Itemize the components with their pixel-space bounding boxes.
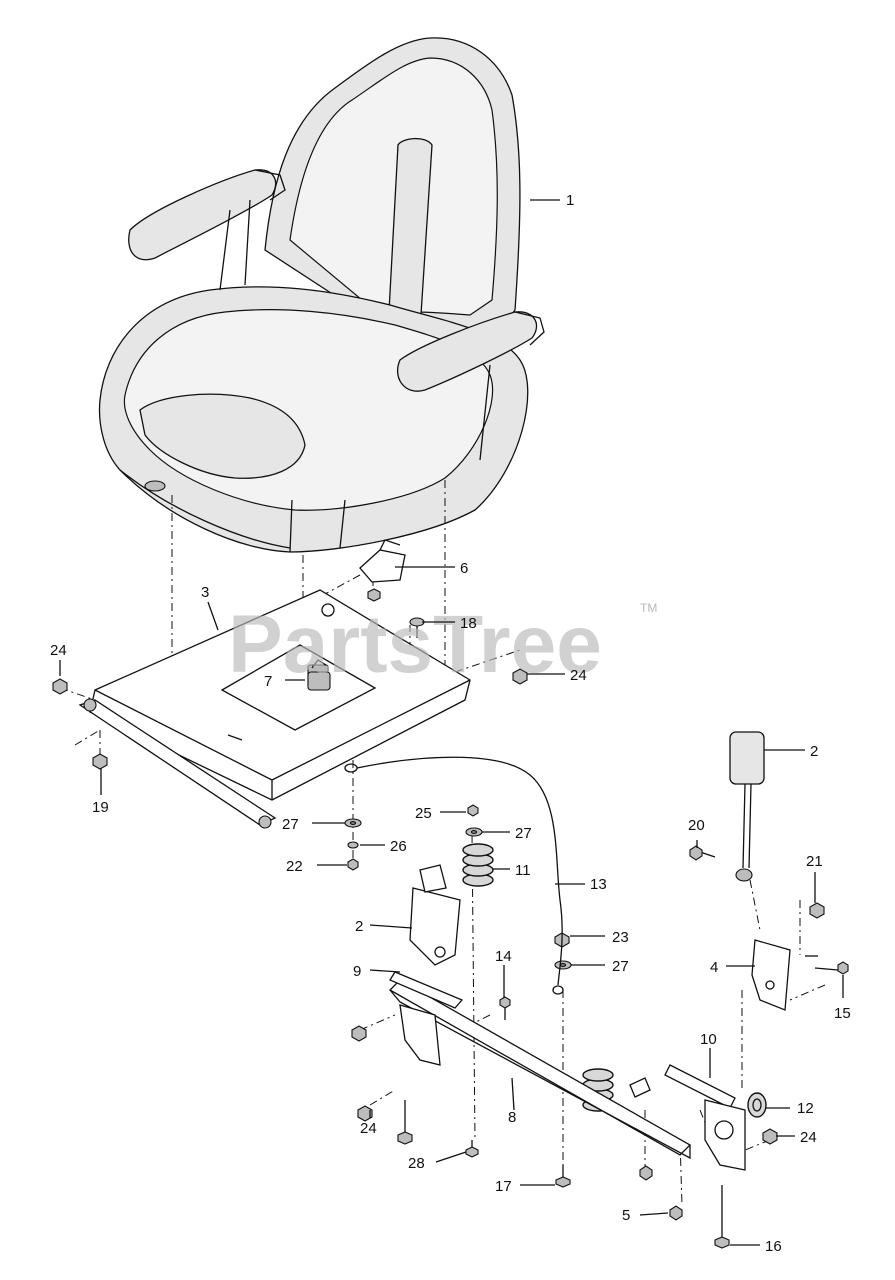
lower-bar bbox=[388, 979, 692, 1160]
latch-bracket bbox=[409, 864, 461, 966]
bolt-20 bbox=[689, 845, 716, 861]
callouts: 1 2 2 3 4 5 6 7 8 9 10 11 12 13 14 15 16… bbox=[50, 192, 851, 1255]
washers-and-nuts bbox=[344, 804, 572, 970]
callout-27: 27 bbox=[515, 825, 532, 842]
callout-27: 27 bbox=[612, 958, 629, 975]
callout-8: 8 bbox=[508, 1109, 516, 1126]
rear-bracket bbox=[389, 971, 464, 1066]
clip bbox=[639, 1165, 653, 1181]
callout-15: 15 bbox=[834, 1005, 851, 1022]
callout-6: 6 bbox=[460, 560, 468, 577]
callout-17: 17 bbox=[495, 1178, 512, 1195]
callout-26: 26 bbox=[390, 838, 407, 855]
front-bracket bbox=[629, 1064, 746, 1171]
flange-nut bbox=[762, 1128, 778, 1145]
callout-10: 10 bbox=[700, 1031, 717, 1048]
callout-19: 19 bbox=[92, 799, 109, 816]
callout-2: 2 bbox=[810, 743, 818, 760]
switch-bracket bbox=[359, 539, 406, 602]
seat-switch bbox=[307, 671, 331, 691]
flange-nut bbox=[351, 1025, 367, 1042]
callout-1: 1 bbox=[566, 192, 574, 209]
callout-22: 22 bbox=[286, 858, 303, 875]
callout-21: 21 bbox=[806, 853, 823, 870]
spring bbox=[462, 843, 494, 887]
nut-21 bbox=[809, 902, 825, 919]
callout-16: 16 bbox=[765, 1238, 782, 1255]
callout-2: 2 bbox=[355, 918, 363, 935]
callout-23: 23 bbox=[612, 929, 629, 946]
bolts bbox=[397, 996, 730, 1249]
leader-lines bbox=[59, 199, 844, 1246]
cable bbox=[344, 756, 564, 995]
callout-18: 18 bbox=[460, 615, 477, 632]
callout-3: 3 bbox=[201, 584, 209, 601]
callout-13: 13 bbox=[590, 876, 607, 893]
flange-nut bbox=[357, 1105, 373, 1122]
bolt bbox=[92, 753, 108, 770]
callout-20: 20 bbox=[688, 817, 705, 834]
flange-nut bbox=[52, 678, 68, 695]
callout-12: 12 bbox=[797, 1100, 814, 1117]
callout-24: 24 bbox=[360, 1120, 377, 1137]
clip bbox=[669, 1205, 683, 1221]
lever bbox=[729, 731, 765, 882]
callout-24: 24 bbox=[570, 667, 587, 684]
callout-11: 11 bbox=[515, 862, 531, 879]
watermark: PartsTree bbox=[228, 599, 602, 690]
callout-25: 25 bbox=[415, 805, 432, 822]
callout-27: 27 bbox=[282, 816, 299, 833]
callout-5: 5 bbox=[622, 1207, 630, 1224]
seat bbox=[98, 37, 545, 553]
callout-14: 14 bbox=[495, 948, 512, 965]
callout-24: 24 bbox=[50, 642, 67, 659]
lever-bracket bbox=[751, 939, 791, 1011]
callout-7: 7 bbox=[264, 673, 272, 690]
callout-24: 24 bbox=[800, 1129, 817, 1146]
callout-9: 9 bbox=[353, 963, 361, 980]
callout-4: 4 bbox=[710, 959, 718, 976]
knob bbox=[747, 1092, 767, 1118]
callout-28: 28 bbox=[408, 1155, 425, 1172]
flange-nut bbox=[512, 668, 528, 685]
bolt-15 bbox=[805, 955, 849, 975]
watermark-tm: TM bbox=[640, 601, 657, 615]
